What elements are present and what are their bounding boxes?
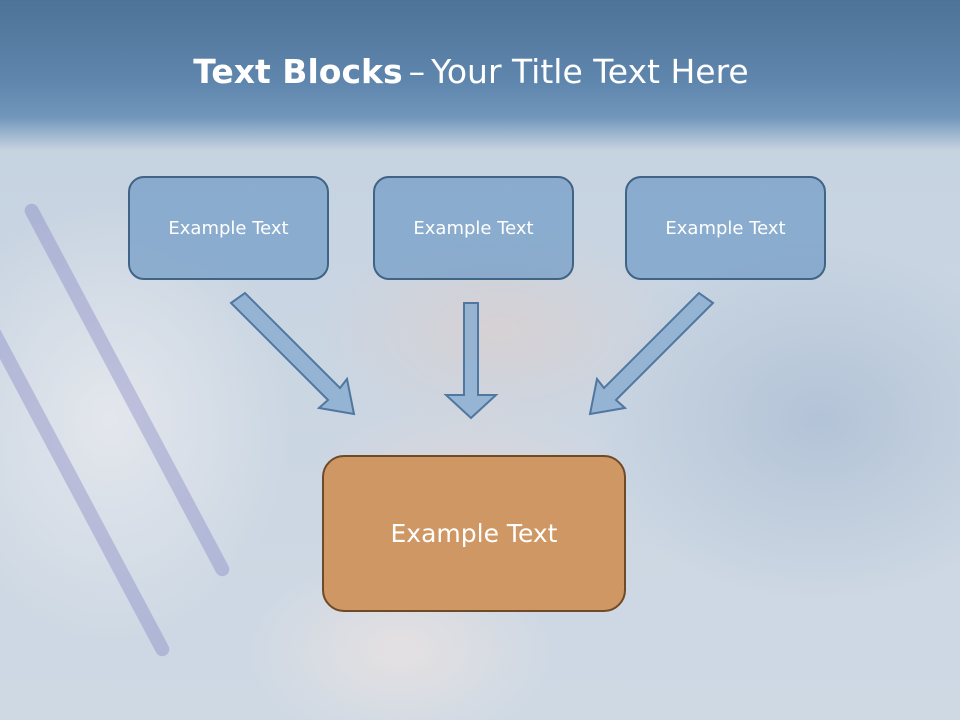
center-text-block[interactable]: Example Text <box>322 455 626 612</box>
slide-title: Text Blocks–Your Title Text Here <box>0 52 942 91</box>
center-text-block-label: Example Text <box>390 519 558 548</box>
arrow-right <box>588 291 715 416</box>
text-block-1-label: Example Text <box>168 217 289 239</box>
arrow-middle <box>443 302 499 420</box>
title-separator: – <box>408 52 426 91</box>
text-block-2[interactable]: Example Text <box>373 176 574 280</box>
title-bold: Text Blocks <box>193 52 403 91</box>
title-rest: Your Title Text Here <box>431 52 749 91</box>
text-block-1[interactable]: Example Text <box>128 176 329 280</box>
text-block-3-label: Example Text <box>665 217 786 239</box>
title-band <box>0 0 960 150</box>
text-block-2-label: Example Text <box>413 217 534 239</box>
text-block-3[interactable]: Example Text <box>625 176 826 280</box>
arrow-left <box>229 291 356 416</box>
